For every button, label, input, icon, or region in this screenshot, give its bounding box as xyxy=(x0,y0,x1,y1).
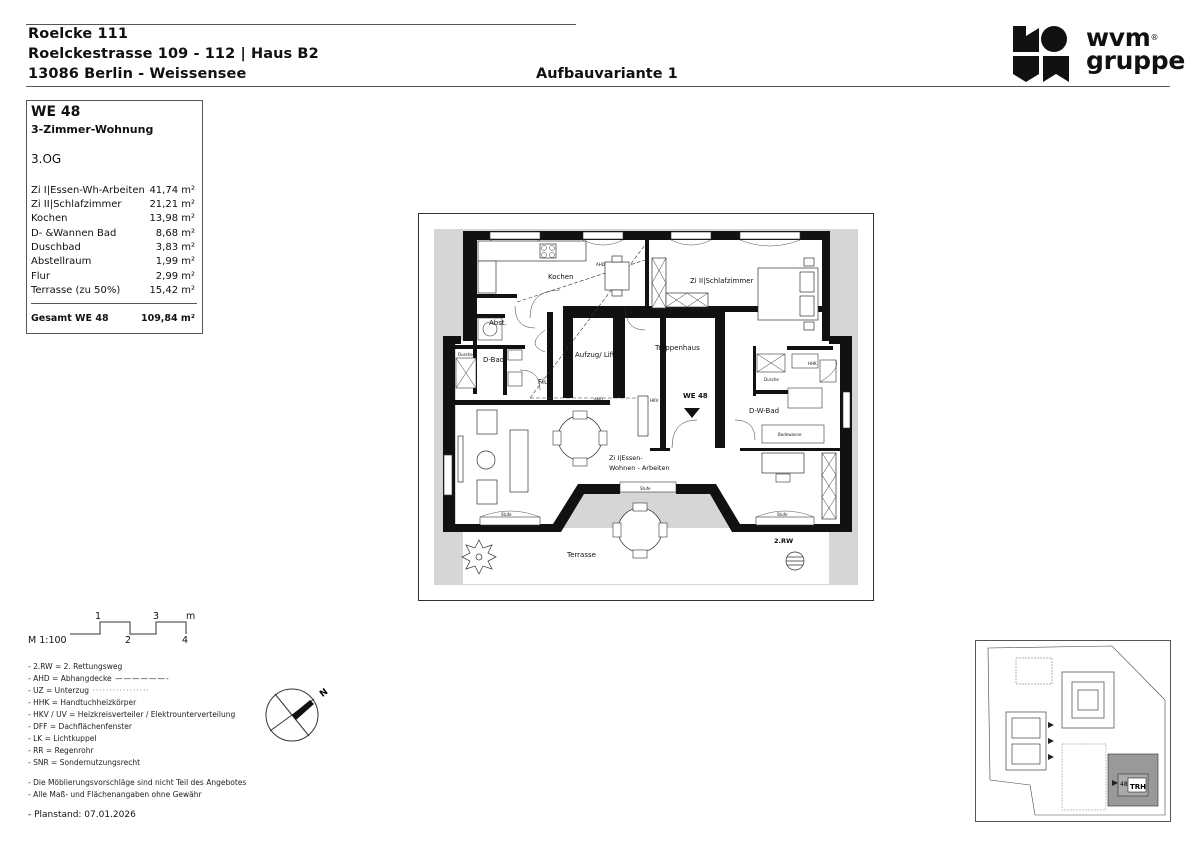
svg-text:Dusche: Dusche xyxy=(764,377,779,382)
legend-item: - LK = Lichtkuppel xyxy=(28,734,97,743)
unit-info-box: WE 48 3-Zimmer-Wohnung 3.OG Zi I|Essen-W… xyxy=(26,100,203,334)
unit-title: WE 48 xyxy=(31,104,81,120)
disclaimer-note: - Alle Maß- und Flächenangaben ohne Gewä… xyxy=(28,790,202,799)
floor-plan: Kochen Zi II|Schlafzimmer Abst. D-Bad Du… xyxy=(418,213,874,601)
total-separator xyxy=(31,303,197,304)
svg-text:Stufe: Stufe xyxy=(777,512,788,517)
scale-unit: m xyxy=(186,611,196,622)
logo-text-gruppe: gruppe xyxy=(1086,46,1185,75)
svg-text:Abst.: Abst. xyxy=(489,319,507,327)
unit-type: 3-Zimmer-Wohnung xyxy=(31,123,154,136)
svg-text:HKV: HKV xyxy=(650,398,659,403)
legend-item: - 2.RW = 2. Rettungsweg xyxy=(28,662,123,671)
room-row: Terrasse (zu 50%)15,42 m² xyxy=(31,285,195,296)
svg-text:2.RW: 2.RW xyxy=(774,537,793,545)
legend-item: - AHD = Abhangdecke ——————- xyxy=(28,674,170,683)
legend-item: - UZ = Unterzug ················· xyxy=(28,686,150,695)
scale-bar xyxy=(70,621,187,635)
svg-text:Aufzug/ Lift: Aufzug/ Lift xyxy=(575,351,615,359)
svg-text:Terrasse: Terrasse xyxy=(566,551,596,559)
unit-floor: 3.OG xyxy=(31,152,62,166)
svg-text:48: 48 xyxy=(1120,781,1128,788)
svg-text:Zi I|Essen-: Zi I|Essen- xyxy=(609,454,643,462)
scale-tick-3: 3 xyxy=(153,611,160,622)
plan-date: - Planstand: 07.01.2026 xyxy=(28,810,136,820)
legend-item: - SNR = Sondernutzungsrecht xyxy=(28,758,141,767)
disclaimer-note: - Die Möblierungsvorschläge sind nicht T… xyxy=(28,778,247,787)
svg-text:TRH: TRH xyxy=(1130,783,1146,791)
scale-tick-1: 1 xyxy=(95,611,102,622)
scale-tick-2: 2 xyxy=(125,635,132,646)
svg-text:Flur: Flur xyxy=(538,378,551,386)
scale-label: M 1:100 xyxy=(28,635,67,646)
header-bottom-rule xyxy=(26,86,1170,87)
legend-item: - HKV / UV = Heizkreisverteiler / Elektr… xyxy=(28,710,236,719)
svg-text:Treppenhaus: Treppenhaus xyxy=(654,344,700,352)
logo-text-wvm: wvm® xyxy=(1086,23,1159,52)
svg-text:AHD: AHD xyxy=(596,262,605,267)
scale-tick-4: 4 xyxy=(182,635,189,646)
svg-text:D-Bad: D-Bad xyxy=(483,356,504,364)
build-variant: Aufbauvariante 1 xyxy=(536,66,678,82)
compass-icon: N xyxy=(265,687,330,742)
project-address: Roelckestrasse 109 - 112 | Haus B2 xyxy=(28,46,319,62)
project-name: Roelcke 111 xyxy=(28,26,129,42)
site-plan: 48 TRH xyxy=(975,640,1171,822)
svg-text:WE 48: WE 48 xyxy=(683,392,708,400)
wvm-logo-mark xyxy=(1013,26,1069,82)
svg-text:AHD: AHD xyxy=(594,397,603,402)
svg-text:Zi II|Schlafzimmer: Zi II|Schlafzimmer xyxy=(690,277,753,285)
svg-text:D-W-Bad: D-W-Bad xyxy=(749,407,779,415)
legend-item: - HHK = Handtuchheizkörper xyxy=(28,698,137,707)
svg-text:N: N xyxy=(318,687,330,700)
svg-text:Badewanne: Badewanne xyxy=(778,432,802,437)
svg-text:Stufe: Stufe xyxy=(501,512,512,517)
svg-text:Wohnen - Arbeiten: Wohnen - Arbeiten xyxy=(609,464,670,472)
svg-text:Stufe: Stufe xyxy=(640,486,651,491)
legend-item: - RR = Regenrohr xyxy=(28,746,94,755)
svg-text:Dusche: Dusche xyxy=(458,352,473,357)
svg-text:Kochen: Kochen xyxy=(548,273,574,281)
header-top-rule xyxy=(26,24,576,25)
svg-text:HHK: HHK xyxy=(808,361,817,366)
legend-item: - DFF = Dachflächenfenster xyxy=(28,722,132,731)
project-city: 13086 Berlin - Weissensee xyxy=(28,66,247,82)
